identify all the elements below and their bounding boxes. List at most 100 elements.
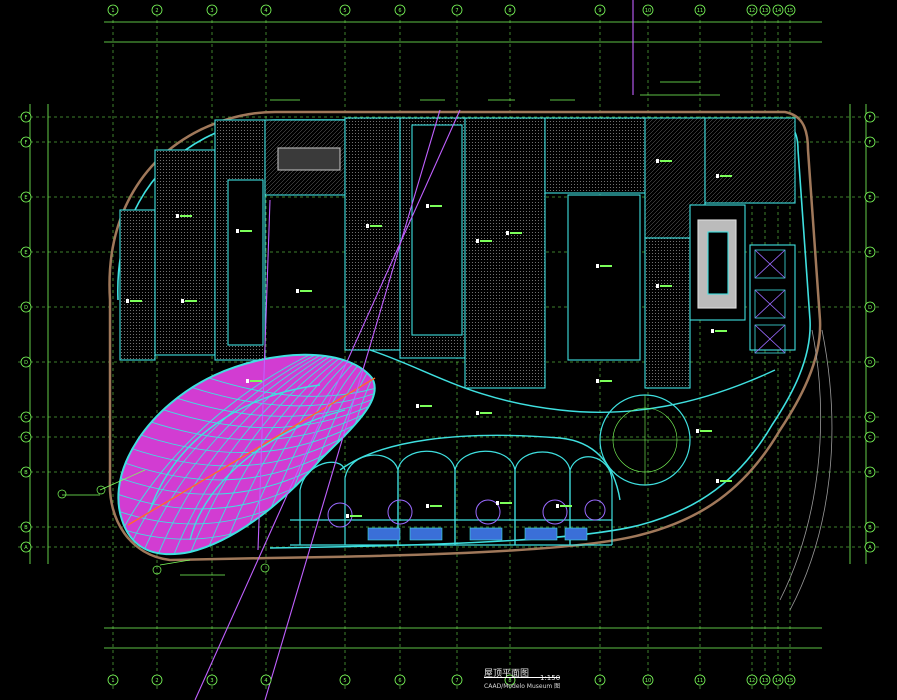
drawing-title-block: 屋顶平面图 1:150 CAAD/Modelo Museum 图 (484, 666, 574, 692)
annotation-mark (660, 285, 672, 287)
grid-bubble-col (746, 674, 758, 686)
grid-bubble-row (20, 246, 32, 258)
reference-lines (194, 0, 634, 700)
grid-col-label: 4 (264, 8, 267, 14)
grid-bubble-col (451, 4, 463, 16)
grid-col-label: 12 (749, 678, 755, 684)
dimension-frame (29, 21, 867, 649)
drawing-subtitle: CAAD/Modelo Museum 图 (484, 683, 561, 690)
grid-row-label: E (24, 250, 27, 256)
annotation-mark (600, 265, 612, 267)
annotation-mark (236, 229, 239, 233)
grid-bubble-col (107, 674, 119, 686)
grid-bubble-col (594, 4, 606, 16)
grid-col-label: 13 (762, 8, 768, 14)
lower-stairs (367, 527, 588, 541)
grid-col-label: 12 (749, 8, 755, 14)
grid-bubble-row (20, 356, 32, 368)
grid-row-label: F (25, 140, 28, 146)
room-annotations (126, 159, 732, 518)
grid-col-label: 1 (111, 678, 114, 684)
lower-circles (327, 499, 606, 528)
grid-col-label: 15 (787, 678, 793, 684)
annotation-mark (510, 232, 522, 234)
drawing-scale: 1:150 (540, 674, 561, 682)
grid-bubble-row (20, 541, 32, 553)
grid-row-label: F (869, 140, 872, 146)
annotation-mark (596, 264, 599, 268)
annotation-mark (430, 205, 442, 207)
grid-bubble-row (20, 431, 32, 443)
grid-row-label: B (24, 470, 28, 476)
grid-col-label: 8 (508, 678, 511, 684)
grid-col-label: 13 (762, 678, 768, 684)
grid-col-label: 14 (775, 678, 781, 684)
annotation-mark (350, 515, 362, 517)
grid-col-label: 6 (398, 8, 401, 14)
annotation-mark (420, 405, 432, 407)
annotation-mark (696, 429, 699, 433)
annotation-mark (416, 404, 419, 408)
grid-bubble-col (339, 674, 351, 686)
annotation-mark (185, 300, 197, 302)
annotation-mark (346, 514, 349, 518)
glass-dome (117, 353, 376, 556)
annotation-mark (600, 380, 612, 382)
grid-bubble-row (20, 411, 32, 423)
annotation-mark (656, 284, 659, 288)
grid-bubble-col (339, 4, 351, 16)
annotation-mark (480, 412, 492, 414)
annotation-mark (426, 204, 429, 208)
annotation-mark (556, 504, 559, 508)
grid-bubble-row (20, 301, 32, 313)
grid-bubbles: 1122334455667788991010111112121313141415… (20, 4, 876, 686)
annotation-mark (716, 479, 719, 483)
grid-row-label: F (25, 115, 28, 121)
round-pavilion (599, 394, 691, 486)
annotation-mark (366, 224, 369, 228)
grid-bubble-col (759, 4, 771, 16)
grid-bubble-row (864, 521, 876, 533)
grid-col-label: 7 (455, 8, 458, 14)
grid-bubble-row (864, 541, 876, 553)
room-blocks (119, 117, 796, 389)
title-underline (484, 677, 560, 678)
grid-col-label: 3 (210, 678, 213, 684)
inner-curved-wall (339, 349, 776, 501)
annotation-mark (716, 174, 719, 178)
annotation-leaders (57, 81, 720, 576)
grid-row-label: F (869, 115, 872, 121)
grid-col-label: 6 (398, 678, 401, 684)
annotation-mark (476, 239, 479, 243)
grid-bubble-col (772, 674, 784, 686)
annotation-mark (240, 230, 252, 232)
grid-bubble-row (20, 191, 32, 203)
grid-col-label: 7 (455, 678, 458, 684)
grid-bubble-row (20, 466, 32, 478)
grid-bubble-col (784, 4, 796, 16)
grid-col-label: 9 (598, 678, 601, 684)
grid-row-label: D (24, 360, 28, 366)
grid-row-label: B (24, 525, 28, 531)
annotation-mark (126, 299, 129, 303)
lower-arches (290, 450, 613, 546)
grid-bubble-row (864, 111, 876, 123)
annotation-mark (130, 300, 142, 302)
grid-bubble-col (451, 674, 463, 686)
grid-bubble-col (594, 674, 606, 686)
grid-col-label: 2 (155, 678, 158, 684)
grid-bubble-row (864, 411, 876, 423)
grid-row-label: A (868, 545, 872, 551)
grid-row-label: C (24, 415, 28, 421)
annotation-mark (296, 289, 299, 293)
annotation-mark (496, 501, 499, 505)
grid-row-label: B (868, 525, 872, 531)
grid-col-label: 15 (787, 8, 793, 14)
annotation-mark (715, 330, 727, 332)
annotation-mark (700, 430, 712, 432)
grid-row-label: D (868, 360, 872, 366)
grid-bubble-row (864, 136, 876, 148)
grid-bubble-row (864, 246, 876, 258)
